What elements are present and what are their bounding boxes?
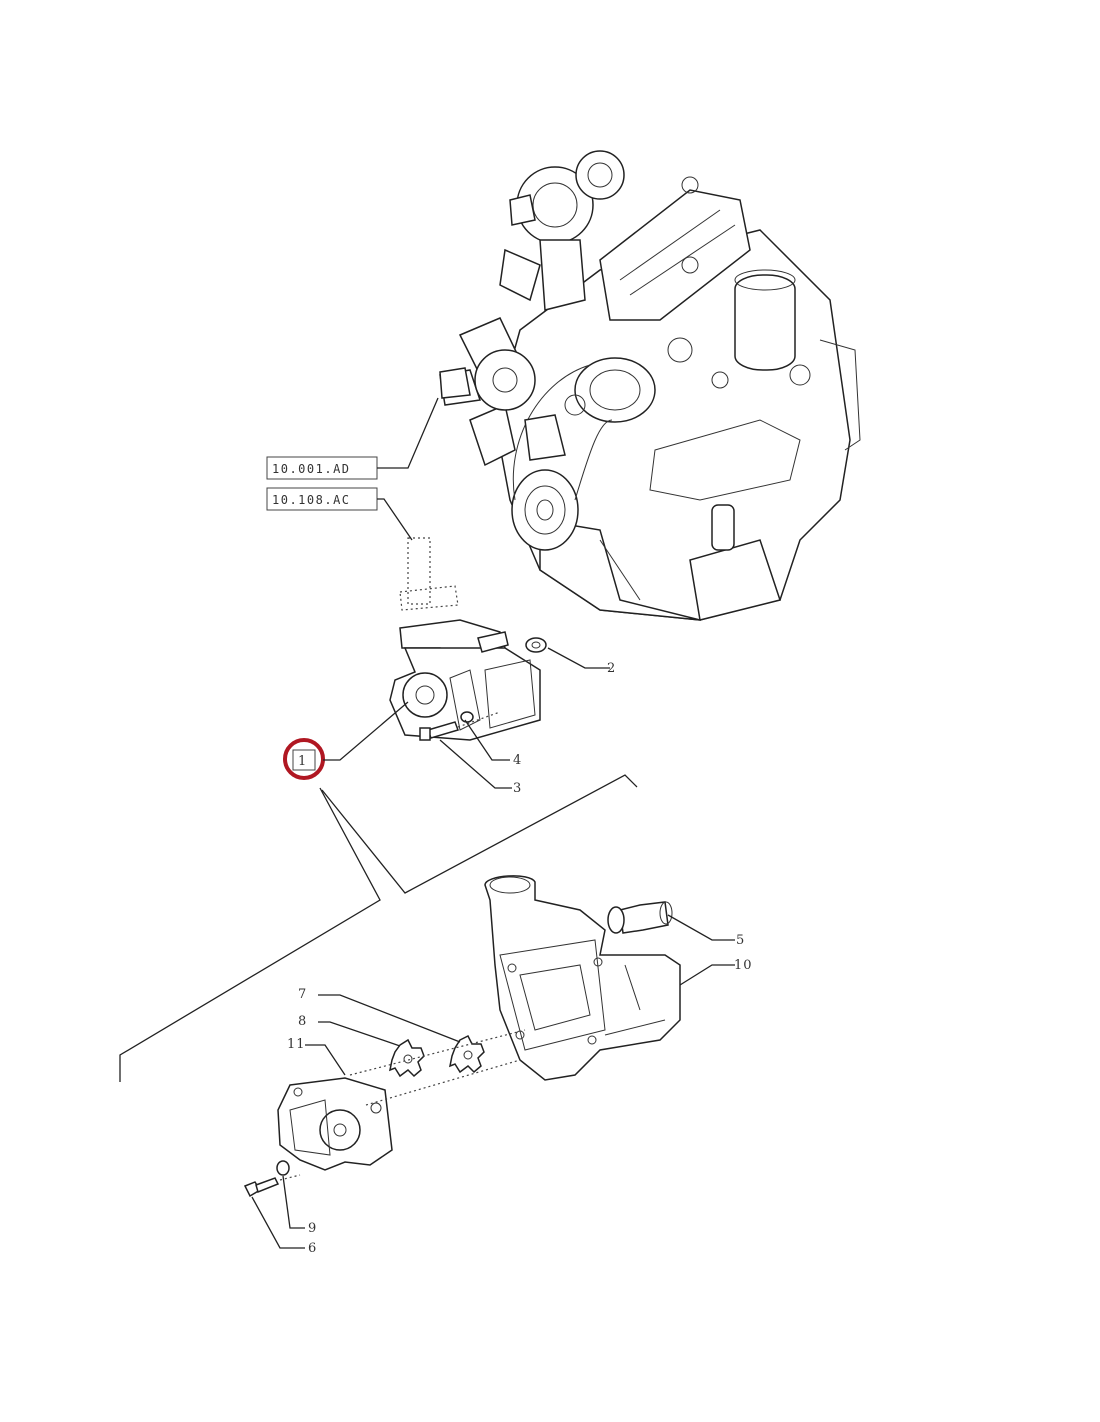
exploded-view-frame [119, 787, 381, 1082]
leader-line [377, 397, 439, 469]
washer-icon [276, 1160, 290, 1176]
leader-line [377, 498, 413, 541]
callout-5[interactable]: 5 [736, 933, 745, 948]
highlight-ring [283, 738, 325, 780]
exploded-view-frame [321, 774, 638, 894]
gear-icon [448, 1034, 485, 1074]
callout-11[interactable]: 11 [287, 1037, 306, 1052]
pump-cover [277, 1077, 393, 1171]
callout-2[interactable]: 2 [607, 661, 616, 676]
callout-3[interactable]: 3 [513, 781, 522, 796]
gear-icon [388, 1038, 425, 1078]
bolt-icon [243, 1177, 280, 1198]
engine-illustration [399, 150, 861, 622]
svg-text:10.001.AD: 10.001.AD [272, 462, 351, 476]
fan-icon [439, 248, 566, 467]
svg-text:10.108.AC: 10.108.AC [272, 493, 351, 507]
oil-pump-assembly [389, 619, 547, 741]
callout-9[interactable]: 9 [308, 1221, 317, 1236]
callout-8[interactable]: 8 [298, 1014, 307, 1029]
reference-box-10-108-ac[interactable]: 10.108.AC [266, 487, 378, 511]
callout-4[interactable]: 4 [513, 753, 522, 768]
callout-1[interactable]: 1 [283, 738, 325, 780]
callout-10[interactable]: 10 [734, 958, 753, 973]
pump-body [484, 875, 681, 1081]
reference-box-10-001-ad[interactable]: 10.001.AD [266, 456, 378, 480]
callout-6[interactable]: 6 [308, 1241, 317, 1256]
fitting [607, 901, 673, 934]
svg-text:1: 1 [298, 754, 307, 769]
callout-7[interactable]: 7 [298, 987, 307, 1002]
